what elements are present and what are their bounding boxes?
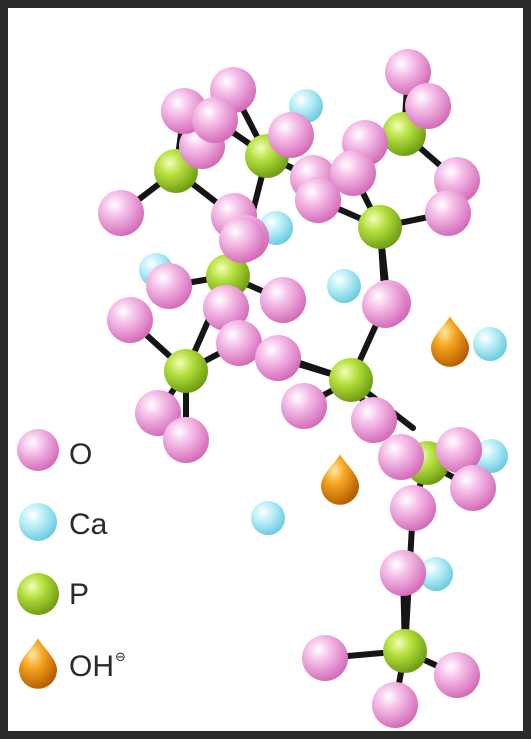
- oxygen-atom: [362, 282, 408, 328]
- oxygen-atom: [260, 277, 306, 323]
- oxygen-atom: [450, 465, 496, 511]
- oxygen-atom: [405, 83, 451, 129]
- oxygen-atom: [219, 217, 265, 263]
- calcium-ion: [251, 501, 285, 535]
- oxygen-atom: [295, 177, 341, 223]
- legend-label-phosphorus: P: [69, 578, 90, 611]
- oxygen-atom: [380, 550, 426, 596]
- oxygen-atom: [203, 285, 249, 331]
- oxygen-atom: [98, 190, 144, 236]
- oxygen-atom: [330, 150, 376, 196]
- hydroxyapatite-structure: [17, 49, 508, 728]
- legend-label-hydroxide: OH⊖: [69, 649, 126, 683]
- oxygen-atom: [281, 383, 327, 429]
- legend-calcium-swatch: [19, 503, 57, 541]
- charge-superscript: ⊖: [115, 649, 126, 664]
- oxygen-atom: [192, 97, 238, 143]
- legend-phosphorus-swatch: [17, 573, 59, 615]
- oxygen-atom: [425, 190, 471, 236]
- oxygen-atom: [378, 434, 424, 480]
- oxygen-atom: [434, 652, 480, 698]
- legend-hydroxide-swatch: [19, 638, 57, 689]
- oxygen-atom: [107, 297, 153, 343]
- oxygen-atom: [216, 320, 262, 366]
- calcium-ion: [474, 439, 508, 473]
- hydroxide-ion: [321, 454, 359, 505]
- diagram-canvas: O Ca P OH⊖: [8, 8, 523, 731]
- oxygen-atom: [255, 335, 301, 381]
- oxygen-atom: [163, 417, 209, 463]
- phosphorus-atom: [358, 205, 402, 249]
- legend-label-oxygen: O: [69, 438, 93, 471]
- oxygen-atom: [351, 397, 397, 443]
- oxygen-atom: [268, 112, 314, 158]
- oxygen-atom: [146, 263, 192, 309]
- legend-oxygen-swatch: [17, 429, 59, 471]
- phosphorus-atom: [164, 349, 208, 393]
- phosphorus-atom: [383, 629, 427, 673]
- calcium-ion: [473, 327, 507, 361]
- calcium-ion: [327, 269, 361, 303]
- atom-layer: [98, 49, 508, 728]
- legend-swatches: [17, 429, 59, 689]
- oxygen-atom: [302, 635, 348, 681]
- oxygen-atom: [385, 49, 431, 95]
- oxygen-atom: [390, 485, 436, 531]
- oxygen-atom: [372, 682, 418, 728]
- calcium-ion: [419, 557, 453, 591]
- phosphorus-atom: [329, 358, 373, 402]
- oxygen-atom: [436, 427, 482, 473]
- legend-label-calcium: Ca: [69, 508, 108, 541]
- hydroxide-ion: [431, 316, 469, 367]
